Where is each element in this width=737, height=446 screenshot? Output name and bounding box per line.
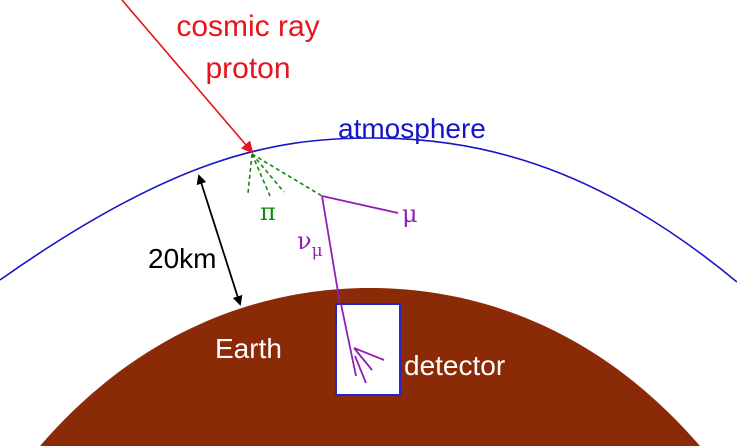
pion-label: π bbox=[260, 198, 276, 226]
atmosphere-label: atmosphere bbox=[338, 113, 486, 144]
distance-label: 20km bbox=[148, 243, 216, 274]
cosmic-ray-label-line2: proton bbox=[205, 52, 290, 85]
cosmic-ray-arrow bbox=[121, 0, 254, 154]
pion-track-4 bbox=[251, 153, 323, 197]
atmosphere-boundary bbox=[0, 137, 737, 283]
muon-track bbox=[321, 195, 399, 214]
cosmic-ray-label-line1: cosmic ray bbox=[176, 10, 319, 43]
muon-label: μ bbox=[402, 200, 418, 228]
neutrino-label: νμ bbox=[297, 227, 323, 261]
pion-shower bbox=[247, 153, 323, 197]
detector-label: detector bbox=[404, 350, 505, 381]
neutrino-subscript: μ bbox=[312, 241, 323, 261]
pion-track-1 bbox=[247, 153, 253, 194]
neutrino-symbol: ν bbox=[297, 227, 312, 255]
pion-track-3 bbox=[251, 153, 285, 193]
earth-label: Earth bbox=[215, 333, 282, 364]
pion-track-2 bbox=[251, 153, 271, 197]
distance-arrow bbox=[196, 174, 243, 306]
detector-box bbox=[335, 303, 401, 396]
detector-tracks bbox=[340, 303, 385, 384]
